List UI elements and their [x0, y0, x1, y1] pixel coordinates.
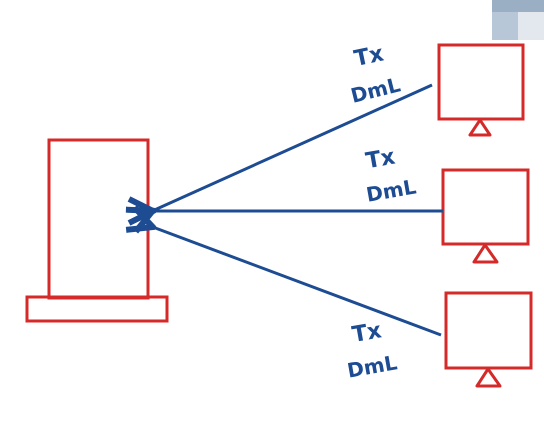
client-monitor-top-screen	[437, 43, 525, 121]
client-monitor-top	[437, 43, 525, 137]
label-group-middle: Tx DmL	[364, 145, 418, 207]
client-monitor-middle	[441, 168, 530, 264]
arrow-top-to-server	[150, 83, 433, 212]
server-node	[25, 138, 169, 323]
arrow-bottom-to-server	[150, 226, 442, 337]
client-monitor-bottom-stand	[475, 367, 502, 388]
label-middle-tx: Tx	[364, 145, 397, 175]
client-monitor-bottom-screen	[444, 291, 533, 370]
client-monitor-middle-screen	[441, 168, 530, 246]
server-base	[25, 295, 169, 323]
label-bottom-tx: Tx	[350, 318, 383, 348]
corner-video-thumbnail	[492, 0, 544, 40]
label-top-tx: Tx	[352, 41, 386, 72]
label-middle-dml: DmL	[364, 174, 418, 206]
client-monitor-middle-stand	[472, 243, 499, 264]
label-group-bottom: Tx DmL	[345, 318, 399, 382]
client-monitor-bottom	[444, 291, 533, 388]
client-monitor-top-stand	[468, 118, 492, 137]
label-bottom-dml: DmL	[345, 350, 399, 382]
label-group-top: Tx DmL	[348, 41, 403, 107]
server-body	[47, 138, 150, 300]
